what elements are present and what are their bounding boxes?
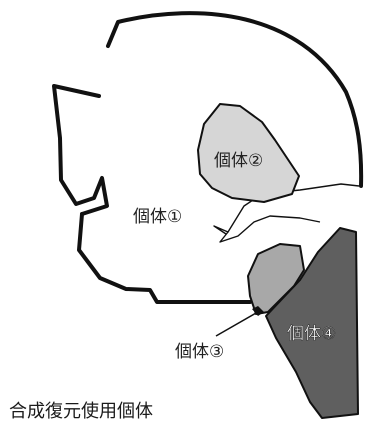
individual-1-outline-top (106, 11, 364, 188)
individual-1-fracture-line-2 (213, 215, 321, 243)
individual-4-shape (265, 227, 359, 419)
individual-3-shape (247, 243, 305, 315)
individual-1-outline-base (77, 212, 252, 304)
individual-2-label: 個体② (214, 151, 263, 171)
individual-1-label: 個体① (133, 207, 182, 227)
individual-3-label: 個体③ (175, 342, 224, 362)
individual-1-outline-back (52, 84, 109, 216)
individual-3-leader-line (215, 312, 257, 337)
individual-3-marker (252, 306, 264, 316)
individual-4-label: 個体④ (287, 324, 336, 344)
individual-2-shape (197, 103, 300, 203)
diagram-caption: 合成復元使用個体 (9, 401, 153, 422)
